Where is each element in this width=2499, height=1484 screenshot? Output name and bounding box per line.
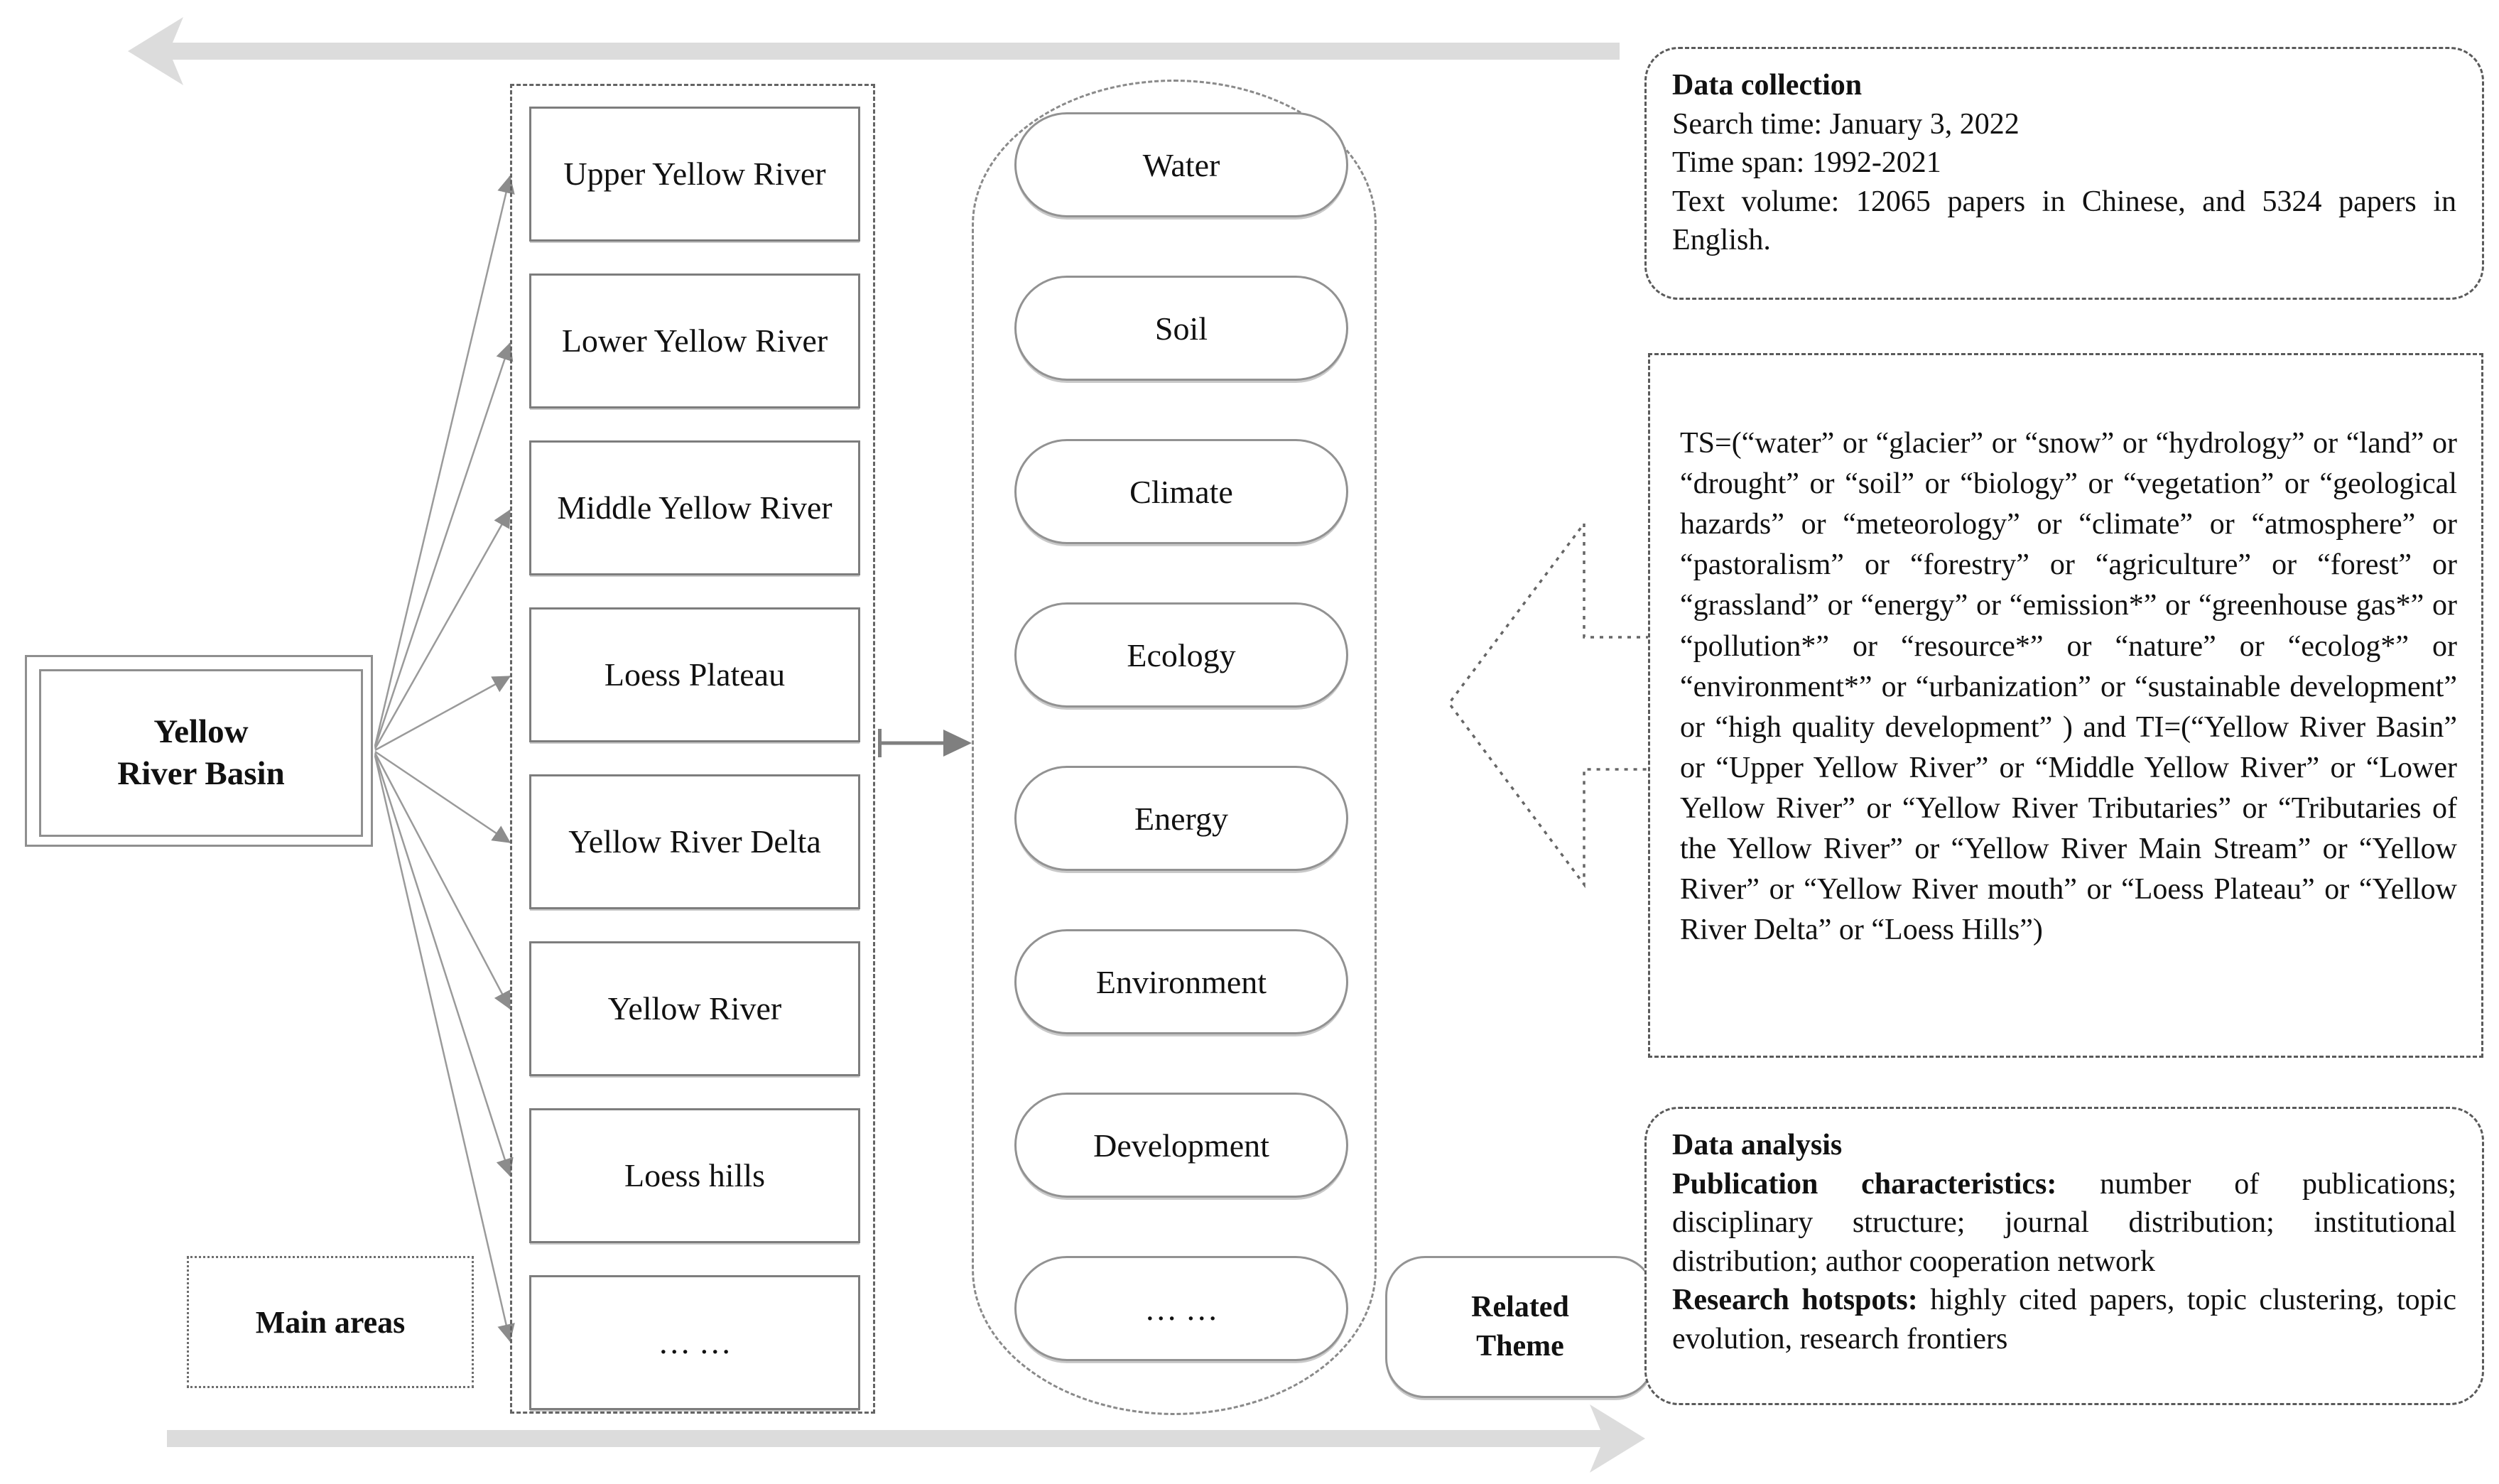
area-node-loess-hills: Loess hills xyxy=(529,1108,860,1243)
search-query-text: TS=(“water” or “glacier” or “snow” or “h… xyxy=(1680,427,2457,947)
connector-line xyxy=(374,509,511,749)
related-theme-line1: Related xyxy=(1471,1291,1569,1324)
area-label: Loess hills xyxy=(624,1157,766,1193)
area-node-yellow-river: Yellow River xyxy=(529,941,860,1076)
data-analysis-publication-paragraph: Publication characteristics: number of p… xyxy=(1672,1165,2456,1282)
area-node-middle-yellow-river: Middle Yellow River xyxy=(529,440,860,575)
area-label: Lower Yellow River xyxy=(561,322,828,359)
area-node-lower-yellow-river: Lower Yellow River xyxy=(529,273,860,408)
theme-label: Development xyxy=(1093,1127,1269,1164)
area-node-upper-yellow-river: Upper Yellow River xyxy=(529,107,860,242)
data-collection-box: Data collection Search time: January 3, … xyxy=(1644,47,2484,300)
theme-node-water: Water xyxy=(1014,112,1348,217)
theme-label: Water xyxy=(1142,146,1220,183)
connector-line xyxy=(374,754,514,1177)
theme-label: Ecology xyxy=(1127,637,1236,673)
root-label-line2: River Basin xyxy=(117,755,285,792)
data-analysis-box: Data analysis Publication characteristic… xyxy=(1644,1107,2484,1405)
theme-node-ecology: Ecology xyxy=(1014,602,1348,708)
area-label: Yellow River Delta xyxy=(568,823,821,860)
yellow-river-basin-node: Yellow River Basin xyxy=(25,655,373,847)
connector-line xyxy=(374,342,514,748)
related-theme-line2: Theme xyxy=(1476,1330,1564,1363)
timeline-arrow-left-icon xyxy=(128,17,1620,85)
connector-line xyxy=(374,675,511,752)
timeline-arrow-right-icon xyxy=(167,1404,1645,1473)
main-areas-group-outline xyxy=(510,84,875,1414)
research-hotspots-text: highly cited papers, topic clustering, t… xyxy=(1672,1284,2456,1355)
area-node-loess-plateau: Loess Plateau xyxy=(529,607,860,742)
theme-label: Soil xyxy=(1154,310,1208,347)
theme-node-ellipsis: … … xyxy=(1014,1256,1348,1361)
related-theme-caption: Related Theme xyxy=(1385,1256,1655,1398)
areas-to-themes-arrow-icon xyxy=(878,729,972,757)
theme-label: Energy xyxy=(1134,800,1228,837)
data-collection-text-volume: Text volume: 12065 papers in Chinese, an… xyxy=(1672,185,2456,257)
root-label-line1: Yellow xyxy=(153,713,249,751)
area-label: Loess Plateau xyxy=(604,656,786,693)
theme-label: … … xyxy=(1144,1290,1218,1327)
data-analysis-title: Data analysis xyxy=(1672,1129,1843,1161)
data-collection-title: Data collection xyxy=(1672,69,1863,102)
theme-node-environment: Environment xyxy=(1014,929,1348,1034)
connector-line xyxy=(374,755,515,1343)
connector-line xyxy=(374,752,511,1010)
search-query-box: TS=(“water” or “glacier” or “snow” or “h… xyxy=(1648,353,2483,1058)
main-areas-caption: Main areas xyxy=(187,1256,474,1388)
theme-node-soil: Soil xyxy=(1014,276,1348,381)
area-label: Middle Yellow River xyxy=(557,489,833,526)
area-label: … … xyxy=(658,1323,732,1360)
related-themes-group-outline xyxy=(972,80,1377,1415)
research-hotspots-label: Research hotspots: xyxy=(1672,1284,1918,1317)
publication-characteristics-label: Publication characteristics: xyxy=(1672,1167,2057,1201)
area-node-ellipsis: … … xyxy=(529,1275,860,1410)
yellow-river-basin-label: Yellow River Basin xyxy=(39,669,363,837)
theme-node-climate: Climate xyxy=(1014,439,1348,544)
connector-line xyxy=(374,750,511,844)
theme-node-development: Development xyxy=(1014,1093,1348,1198)
data-analysis-hotspots-paragraph: Research hotspots: highly cited papers, … xyxy=(1672,1281,2456,1358)
theme-label: Climate xyxy=(1129,473,1233,510)
data-collection-time-span: Time span: 1992-2021 xyxy=(1672,146,1941,180)
publication-characteristics-text: number of publications; disciplinary str… xyxy=(1672,1167,2456,1278)
main-areas-caption-label: Main areas xyxy=(255,1304,406,1340)
query-to-themes-block-arrow-icon xyxy=(1447,519,1649,889)
area-label: Upper Yellow River xyxy=(563,155,826,192)
basin-to-area-connectors xyxy=(374,175,515,1343)
theme-node-energy: Energy xyxy=(1014,766,1348,871)
area-label: Yellow River xyxy=(607,990,782,1027)
data-collection-search-time: Search time: January 3, 2022 xyxy=(1672,107,2020,141)
theme-label: Environment xyxy=(1095,963,1267,1000)
area-node-yellow-river-delta: Yellow River Delta xyxy=(529,774,860,909)
connector-line xyxy=(374,175,515,747)
